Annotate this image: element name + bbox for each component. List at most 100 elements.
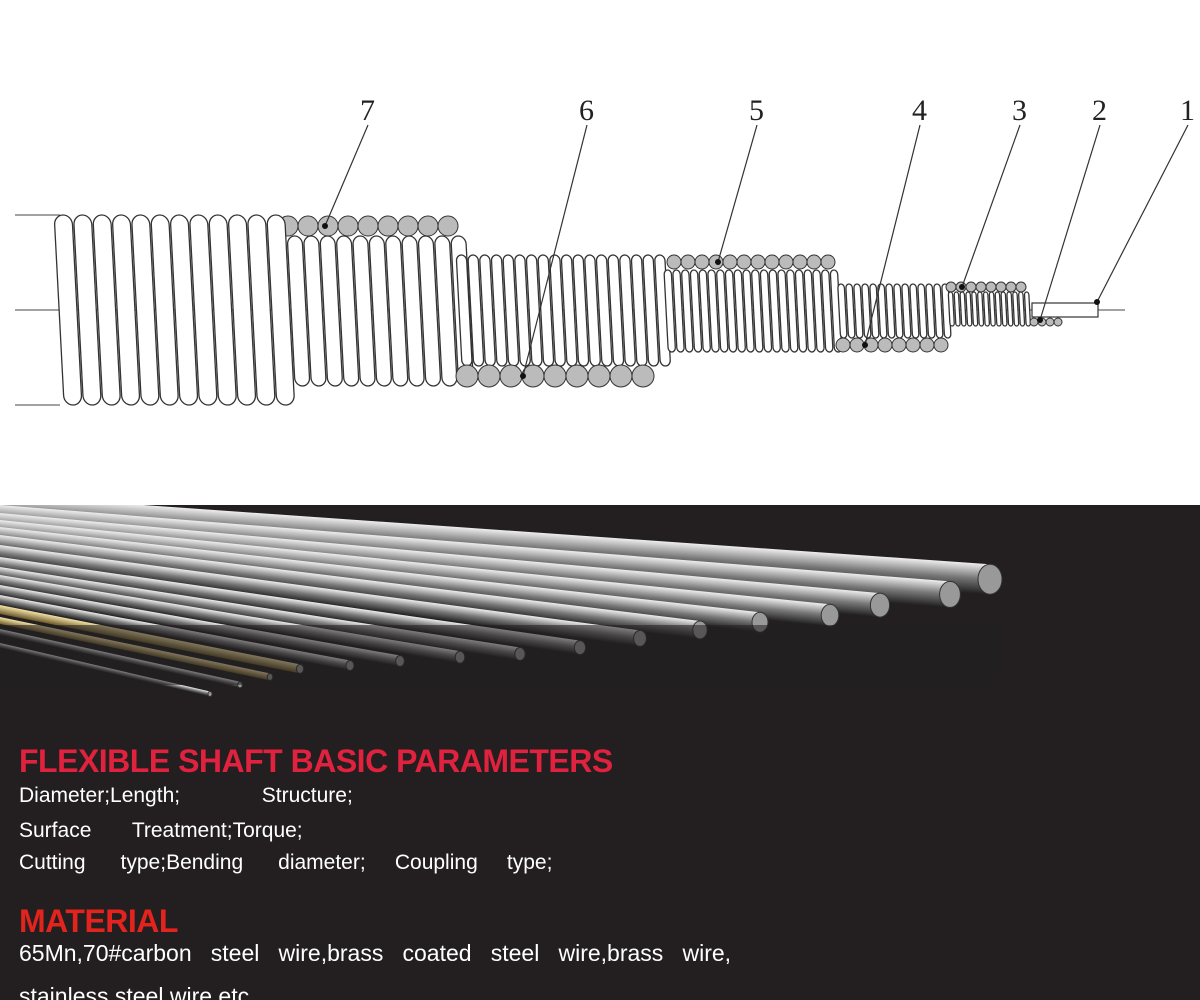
layer-label-3: 3 xyxy=(1012,94,1027,127)
coil-layer-4 xyxy=(917,283,928,339)
coil-layer-5 xyxy=(707,269,720,353)
coil-layer-5 xyxy=(777,269,790,353)
leader-dot-2 xyxy=(1037,317,1043,323)
leader-dot-7 xyxy=(322,223,328,229)
coil-layer-6 xyxy=(572,254,590,367)
wire-strand-layer-3 xyxy=(995,281,1007,293)
coil-layer-6 xyxy=(642,254,660,367)
rod-end-3 xyxy=(869,592,891,618)
wire-strand-layer-5 xyxy=(722,254,738,270)
layer-label-7: 7 xyxy=(360,94,375,127)
wire-strand-layer-4 xyxy=(919,337,935,353)
rod-end-16 xyxy=(207,690,213,697)
parameters-line-1: Diameter;Length; Structure; xyxy=(19,784,353,807)
coil-layer-7-outer xyxy=(266,214,295,406)
coil-layer-6 xyxy=(490,254,508,367)
wire-strand-layer-6 xyxy=(499,364,523,388)
coil-layer-5 xyxy=(742,269,755,353)
coil-layer-7-outer xyxy=(131,214,160,406)
wire-strand-layer-5 xyxy=(750,254,766,270)
wire-strand-layer-6 xyxy=(565,364,589,388)
coil-layer-5 xyxy=(689,269,703,353)
wire-strand-layer-6 xyxy=(587,364,611,388)
wire-strand-layer-3 xyxy=(945,281,957,293)
coil-layer-5 xyxy=(681,269,694,353)
leader-dot-1 xyxy=(1094,299,1100,305)
coil-layer-7-outer xyxy=(189,214,218,406)
coil-layer-5 xyxy=(716,269,729,353)
coil-layer-7-inner xyxy=(352,235,376,387)
wire-strand-layer-2 xyxy=(1029,317,1039,327)
coil-layer-7-inner xyxy=(417,235,442,387)
coil-layer-7-inner xyxy=(401,235,425,387)
wire-strand-layer-7 xyxy=(417,215,439,237)
wire-strand-layer-4 xyxy=(835,337,851,353)
leader-line-7 xyxy=(324,124,369,227)
coil-layer-5 xyxy=(794,269,808,353)
leader-dot-4 xyxy=(862,342,868,348)
layer-label-6: 6 xyxy=(579,94,594,127)
coil-layer-3 xyxy=(971,291,979,327)
wire-strand-layer-5 xyxy=(820,254,836,270)
coil-layer-7-inner xyxy=(303,235,327,387)
coil-layer-4 xyxy=(909,283,920,339)
wire-strand-layer-7 xyxy=(397,215,419,237)
coil-layer-7-outer xyxy=(53,214,83,406)
coil-layer-3 xyxy=(1023,291,1032,327)
material-line-2: stainless steel wire,etc xyxy=(19,983,250,1000)
leader-line-3 xyxy=(961,124,1021,288)
leader-line-5 xyxy=(717,124,758,263)
rod-reflection xyxy=(0,625,1000,685)
wire-strand-layer-3 xyxy=(965,281,977,293)
coil-layer-5 xyxy=(803,269,816,353)
coil-layer-3 xyxy=(959,291,967,327)
wire-strand-layer-3 xyxy=(975,281,987,293)
coil-layer-4 xyxy=(845,283,856,339)
flexible-shaft-layer-diagram: 7 6 5 4 3 2 1 xyxy=(15,94,1195,406)
wire-strand-layer-5 xyxy=(666,254,682,270)
coil-layer-7-outer xyxy=(227,214,257,406)
coil-layer-7-outer xyxy=(92,214,121,406)
layer-label-4: 4 xyxy=(912,94,927,127)
flexible-shaft-product-photo: FLEXIBLE SHAFT BASIC PARAMETERS Diameter… xyxy=(0,505,1200,1000)
coil-layer-5 xyxy=(786,269,799,353)
coil-layer-5 xyxy=(812,269,825,353)
leader-dot-3 xyxy=(959,284,965,290)
wire-strand-layer-2 xyxy=(1045,317,1055,327)
wire-strand-layer-3 xyxy=(1015,281,1027,293)
coil-layer-5 xyxy=(733,269,746,353)
coil-layer-6 xyxy=(619,254,636,367)
coil-layer-7-outer xyxy=(150,214,179,406)
coil-layer-3 xyxy=(965,291,973,327)
wire-strand-layer-5 xyxy=(764,254,780,270)
leader-line-4 xyxy=(864,124,921,346)
wire-strand-layer-7 xyxy=(377,215,399,237)
coil-layer-5 xyxy=(663,269,676,353)
coil-layer-6 xyxy=(537,254,555,367)
coil-layer-7-outer xyxy=(169,214,199,406)
rod-end-4 xyxy=(820,603,840,627)
leader-line-2 xyxy=(1039,124,1101,321)
coil-layer-3 xyxy=(947,291,955,327)
coil-layer-4 xyxy=(885,283,896,339)
wire-strand-layer-3 xyxy=(985,281,997,293)
coil-layer-5 xyxy=(751,269,764,353)
wire-strand-layer-4 xyxy=(905,337,921,353)
coil-layer-5 xyxy=(698,269,711,353)
wire-strand-layer-3 xyxy=(1005,281,1017,293)
layer-label-2: 2 xyxy=(1092,94,1107,127)
coil-layer-7-inner xyxy=(319,235,343,387)
leader-dot-5 xyxy=(715,259,721,265)
wire-strand-layer-4 xyxy=(933,337,949,353)
coil-layer-3 xyxy=(988,291,996,327)
parameters-line-3: Cutting type;Bending diameter; Coupling … xyxy=(19,851,553,874)
leader-line-6 xyxy=(522,124,588,377)
coil-layer-7-inner xyxy=(286,235,311,387)
coil-layer-3 xyxy=(977,291,985,327)
wire-strand-layer-6 xyxy=(609,364,633,388)
wire-strand-layer-6 xyxy=(543,364,567,388)
wire-strand-layer-5 xyxy=(792,254,808,270)
rod-end-1 xyxy=(977,563,1003,595)
coil-layer-7-inner xyxy=(368,235,392,387)
wire-strand-layer-6 xyxy=(477,364,501,388)
